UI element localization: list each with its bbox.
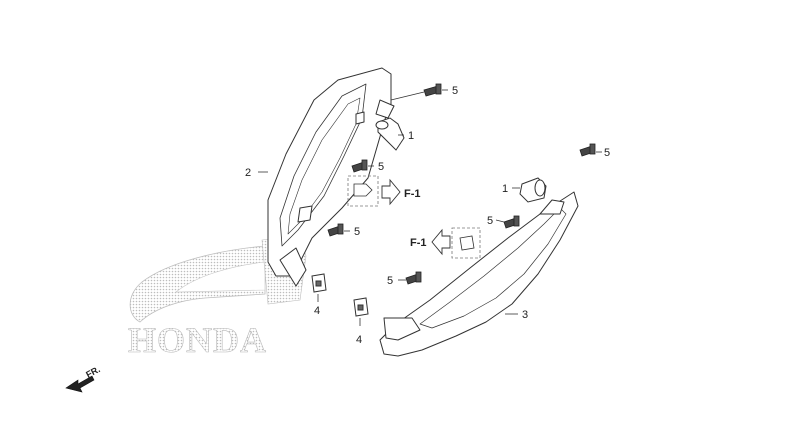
arrow-right-icon xyxy=(381,178,401,206)
right-screw-top xyxy=(579,143,596,157)
callout-left-screw-mid: 5 xyxy=(378,161,384,173)
right-bulb-ref-box xyxy=(451,227,481,259)
brand-name: HONDA xyxy=(128,320,267,360)
left-clip-nut xyxy=(311,273,327,293)
left-screw-mid xyxy=(351,159,368,173)
arrow-left-icon xyxy=(431,228,451,256)
callout-left-screw-low: 5 xyxy=(354,226,360,238)
left-bulb-ref-box xyxy=(347,175,379,207)
left-side-cover xyxy=(267,67,395,287)
ref-right: F-1 xyxy=(410,237,427,249)
callout-right-bulb: 1 xyxy=(502,183,508,195)
callout-right-screw-mid: 5 xyxy=(487,215,493,227)
right-screw-low xyxy=(405,271,422,285)
left-bulb-socket xyxy=(375,117,405,151)
callout-right-screw-top: 5 xyxy=(604,147,610,159)
arrow-front-icon xyxy=(65,375,95,393)
callout-right-clip: 4 xyxy=(356,334,362,346)
callout-right-screw-low: 5 xyxy=(387,275,393,287)
right-side-cover xyxy=(379,191,579,357)
right-bulb-socket xyxy=(519,177,547,203)
right-clip-nut xyxy=(353,297,369,317)
front-direction: FR. xyxy=(65,364,102,393)
callout-left-clip: 4 xyxy=(314,305,320,317)
front-label: FR. xyxy=(84,364,101,380)
callout-left-screw-top: 5 xyxy=(452,85,458,97)
right-screw-mid xyxy=(503,215,520,229)
callout-left-bulb: 1 xyxy=(408,130,414,142)
ref-left: F-1 xyxy=(404,188,421,200)
left-screw-top xyxy=(423,83,442,97)
callout-right-cover: 3 xyxy=(522,309,528,321)
left-screw-low xyxy=(327,223,344,237)
callout-left-cover: 2 xyxy=(245,167,251,179)
